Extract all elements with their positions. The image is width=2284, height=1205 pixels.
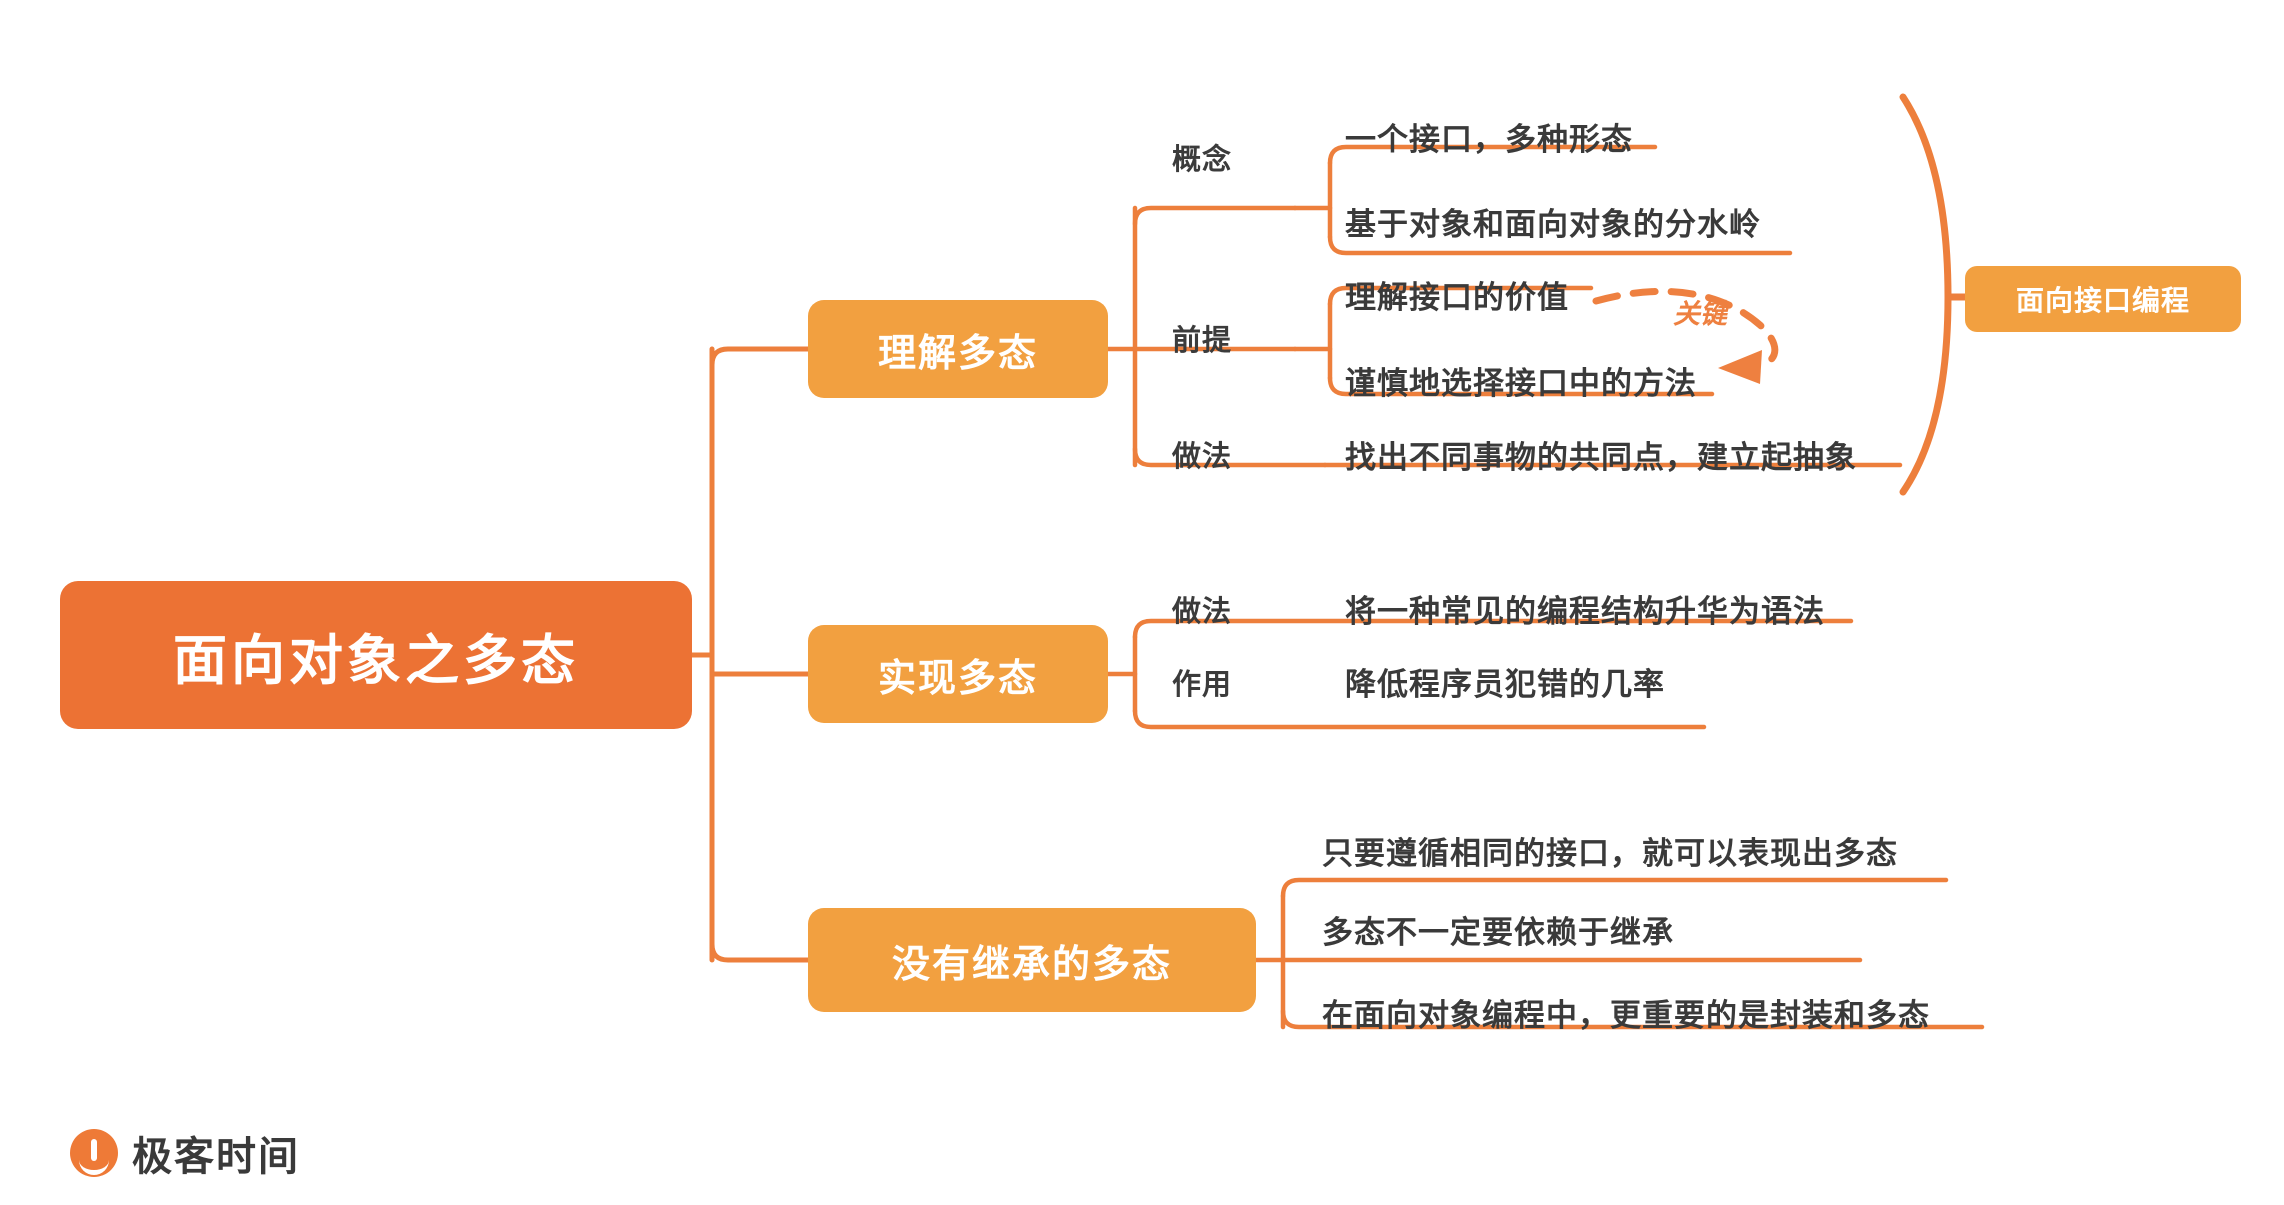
connector-leaf-1-2 (1327, 234, 1793, 256)
connector-leaf-2-1 (1327, 285, 1594, 307)
branch-node-label: 没有继承的多态 (891, 943, 1172, 986)
connector-leaf-4-1 (1132, 618, 1854, 640)
callout-node-label: 面向接口编程 (2015, 285, 2190, 316)
key-arrowhead (1718, 350, 1762, 384)
group-label-concept: 概念 (1172, 144, 1233, 176)
connector-leaf-2-2 (1327, 375, 1715, 397)
connector-b1-to-g1 (1132, 205, 1298, 227)
branch-node-understand[interactable]: 理解多态 (808, 300, 1108, 398)
connector-leaf-5-3 (1280, 1008, 1985, 1030)
branch-node-label: 实现多态 (877, 657, 1038, 700)
branch-node-no-inheritance[interactable]: 没有继承的多态 (808, 908, 1256, 1012)
callout-brace (1899, 93, 1952, 496)
leaf-item: 将一种常见的编程结构升华为语法 (1345, 594, 1825, 629)
group-label-effect: 作用 (1172, 669, 1233, 701)
group-label-method-2: 做法 (1172, 596, 1233, 628)
group-label-premise: 前提 (1172, 325, 1233, 357)
leaf-item: 找出不同事物的共同点，建立起抽象 (1345, 440, 1857, 475)
key-dashed-arrow (1592, 287, 1779, 370)
leaf-item: 基于对象和面向对象的分水岭 (1345, 207, 1761, 242)
annotation-key: 关键 (1673, 299, 1727, 329)
leaf-item: 降低程序员犯错的几率 (1345, 667, 1665, 702)
leaf-item: 多态不一定要依赖于继承 (1322, 915, 1674, 950)
leaf-item: 理解接口的价值 (1345, 280, 1569, 315)
group-label-method: 做法 (1172, 441, 1233, 473)
geektime-logo-icon (70, 1129, 118, 1177)
root-node[interactable]: 面向对象之多态 (60, 581, 692, 729)
callout-node-interface-programming[interactable]: 面向接口编程 (1965, 266, 2241, 332)
connector-leaf-1-1 (1327, 144, 1658, 166)
leaf-item: 只要遵循相同的接口，就可以表现出多态 (1322, 836, 1898, 871)
leaf-item: 在面向对象编程中，更重要的是封装和多态 (1322, 998, 1930, 1033)
connector-leaf-4-2 (1132, 708, 1707, 730)
leaf-item: 一个接口，多种形态 (1345, 122, 1633, 157)
leaf-item: 谨慎地选择接口中的方法 (1345, 366, 1697, 401)
connector-root-to-branch-3 (709, 941, 811, 963)
connector-root-to-branch-1 (709, 346, 811, 368)
branch-node-label: 理解多态 (877, 332, 1038, 375)
brand-logo: 极客时间 (70, 1124, 300, 1182)
connector-b1-to-g3 (1132, 446, 1328, 468)
connector-leaf-5-1 (1280, 877, 1949, 899)
root-node-label: 面向对象之多态 (173, 630, 579, 691)
brand-logo-text: 极客时间 (132, 1135, 300, 1179)
branch-node-implement[interactable]: 实现多态 (808, 625, 1108, 723)
